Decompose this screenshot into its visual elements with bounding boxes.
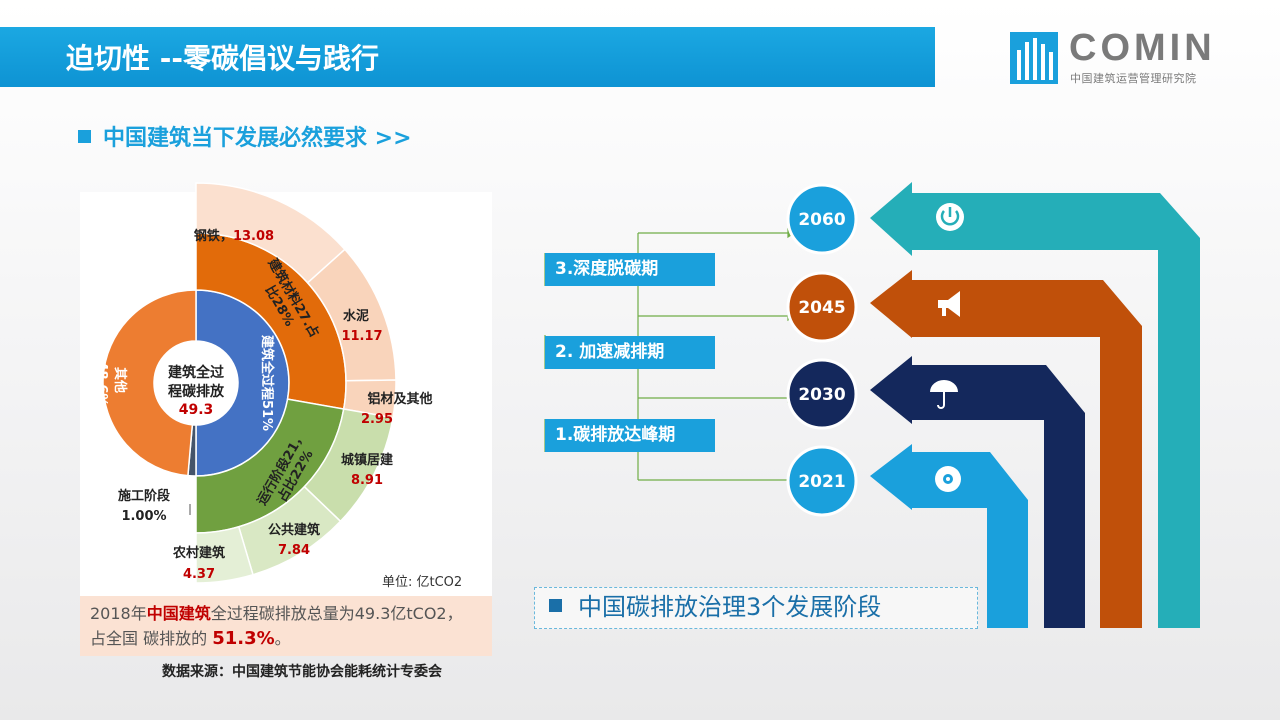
milestone-2021-year: 2021 [798,472,845,492]
value-rural: 4.37 [183,567,215,582]
logo-subtitle: 中国建筑运营管理研究院 [1070,72,1197,85]
arrow-2060 [870,182,1200,628]
milestone-2060-year: 2060 [798,210,845,230]
sunburst-segment-other [102,289,197,477]
arrow-2030 [870,356,1085,628]
logo-mark-icon [1010,32,1058,84]
summary-text-3: 。 [274,629,291,648]
disc-icon [935,466,961,492]
label-rural: 农村建筑 [172,545,225,561]
stage-caption-text: 中国碳排放治理3个发展阶段 [578,593,882,621]
label-urban: 城镇居建 [341,452,393,468]
megaphone-icon [938,291,960,317]
title-bar [0,27,935,87]
center-label-1: 建筑全过 [168,364,224,381]
summary-year: 2018年 [90,604,147,623]
milestone-2030-circle [786,358,858,430]
umbrella-icon [930,380,958,409]
stage-label-accelerated-reduction: 2. 加速减排期 [545,336,715,369]
comin-logo [1010,32,1058,84]
milestone-2045-circle [786,271,858,343]
sunburst-segment-rural [195,525,254,584]
label-public: 公共建筑 [268,522,320,538]
stage-caption-box: 中国碳排放治理3个发展阶段 [534,587,978,629]
summary-highlight: 中国建筑 [146,604,211,623]
center-value: 49.3 [179,402,214,418]
milestone-2030-year: 2030 [798,385,845,405]
value-alu: 2.95 [361,412,393,427]
sunburst-center [154,341,238,425]
logo-wordmark: COMIN [1069,27,1216,69]
section-heading-text: 中国建筑当下发展必然要求 >> [103,126,412,151]
label-other: 其他 [112,367,128,393]
value-cement: 11.17 [341,329,382,344]
label-alu: 铝材及其他 [367,391,432,407]
unit-label: 单位: 亿tCO2 [382,575,463,590]
milestone-2021-circle [786,445,858,517]
page-title: 迫切性 --零碳倡议与践行 [66,42,379,75]
stage-label-emission-peak: 1.碳排放达峰期 [545,419,715,452]
value-other: 48.6% [94,361,109,406]
arrow-2021 [870,444,1028,628]
caption-bullet-icon [549,599,562,612]
arrow-2045 [870,270,1142,628]
label-cement: 水泥 [343,308,369,324]
summary-percent: 51.3% [212,628,275,649]
summary-box: 2018年中国建筑全过程碳排放总量为49.3亿tCO2， 占全国 碳排放的 51… [80,596,492,656]
value-public: 7.84 [278,543,310,558]
value-construction: 1.00% [121,509,166,524]
label-whole: 建筑全过程51% [259,335,275,431]
bullet-square-icon [78,130,91,143]
summary-text-2: 占全国 碳排放的 [90,629,213,648]
label-steel: 钢铁，13.08 [194,228,274,244]
stage-label-deep-decarbonization: 3.深度脱碳期 [545,253,715,286]
power-icon [936,203,964,231]
label-construction: 施工阶段 [118,488,170,504]
milestone-2060-circle [786,183,858,255]
value-urban: 8.91 [351,473,383,488]
milestone-2045-year: 2045 [798,298,845,318]
data-source: 数据来源：中国建筑节能协会能耗统计专委会 [162,664,442,680]
section-heading: 中国建筑当下发展必然要求 >> [78,120,412,152]
summary-text-1: 全过程碳排放总量为49.3亿tCO2， [210,604,463,623]
center-label-2: 程碳排放 [168,383,225,400]
